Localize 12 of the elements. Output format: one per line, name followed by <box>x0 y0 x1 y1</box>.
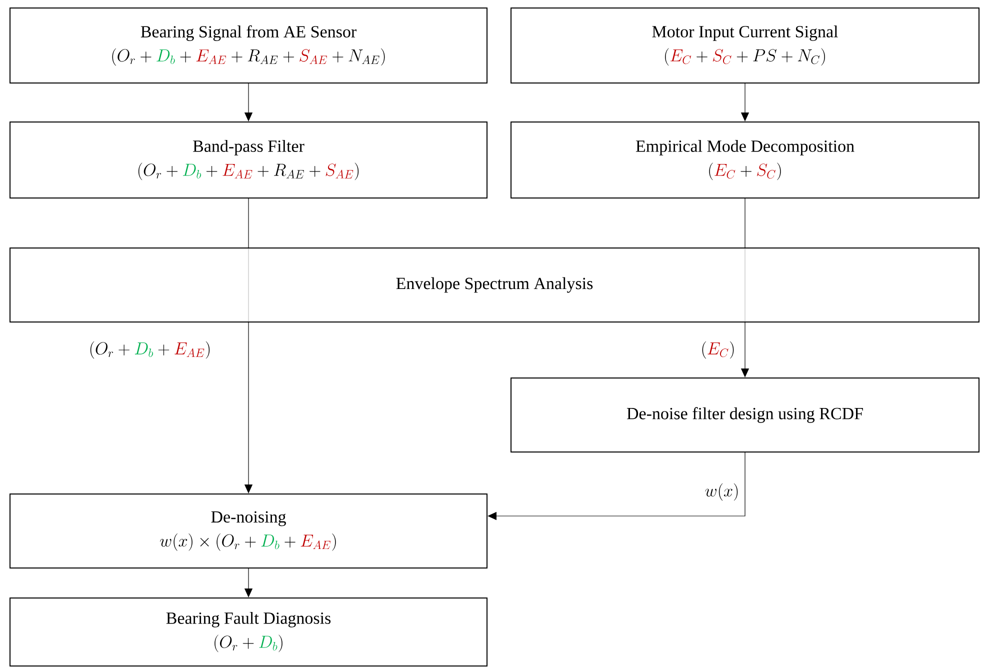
process-box: Motor Input Current Signal $(\textcolor[HTML]{C00000}{E_C} + \textcolor[HTML]{C00000}{S_C} + PS + N_C)$ <box>510 8 980 84</box>
process-box: Empirical Mode Decomposition $(\textcolor[HTML]{C00000}{E_C} + \textcolor[HTML]{C00000}{S_C})$ <box>510 122 980 198</box>
process-box: De-noising $w(x) \times (O_r + \textcolor[HTML]{00B050}{D_b} + \textcolor[HTML]{C00000}{E_{AE}})$ <box>10 494 488 568</box>
process-box: Bearing Fault Diagnosis $(O_r + \textcolor[HTML]{00B050}{D_b})$ <box>10 598 488 666</box>
process-box: Band-pass Filter $(O_r + \textcolor[HTML]{00B050}{D_b} + \textcolor[HTML]{C00000}{E_{AE}} + R_{AE} + \textcolor[HTML]{C00000}{S_{AE}})$ <box>10 122 488 198</box>
process-box: Bearing Signal from AE Sensor $(O_r + \textcolor[HTML]{00B050}{D_b} + \textcolor[HTML]{C00000}{E_{AE}} + R_{AE} + \textcolor[HTML]{C00000}{S_{AE}} + N_{AE})$ <box>10 8 488 84</box>
process-box: De-noise filter design using RCDF <box>510 378 980 452</box>
edge-label: $(O_r + \textcolor[HTML]{00B050}{D_b} + \textcolor[HTML]{C00000}{E_{AE}})$ <box>88 340 212 360</box>
edge-label: $w(x)$ <box>704 482 740 502</box>
edge-label: $(\textcolor[HTML]{C00000}{E_C})$ <box>700 340 736 360</box>
process-box: Envelope Spectrum Analysis <box>10 248 980 322</box>
arrow <box>488 452 746 520</box>
